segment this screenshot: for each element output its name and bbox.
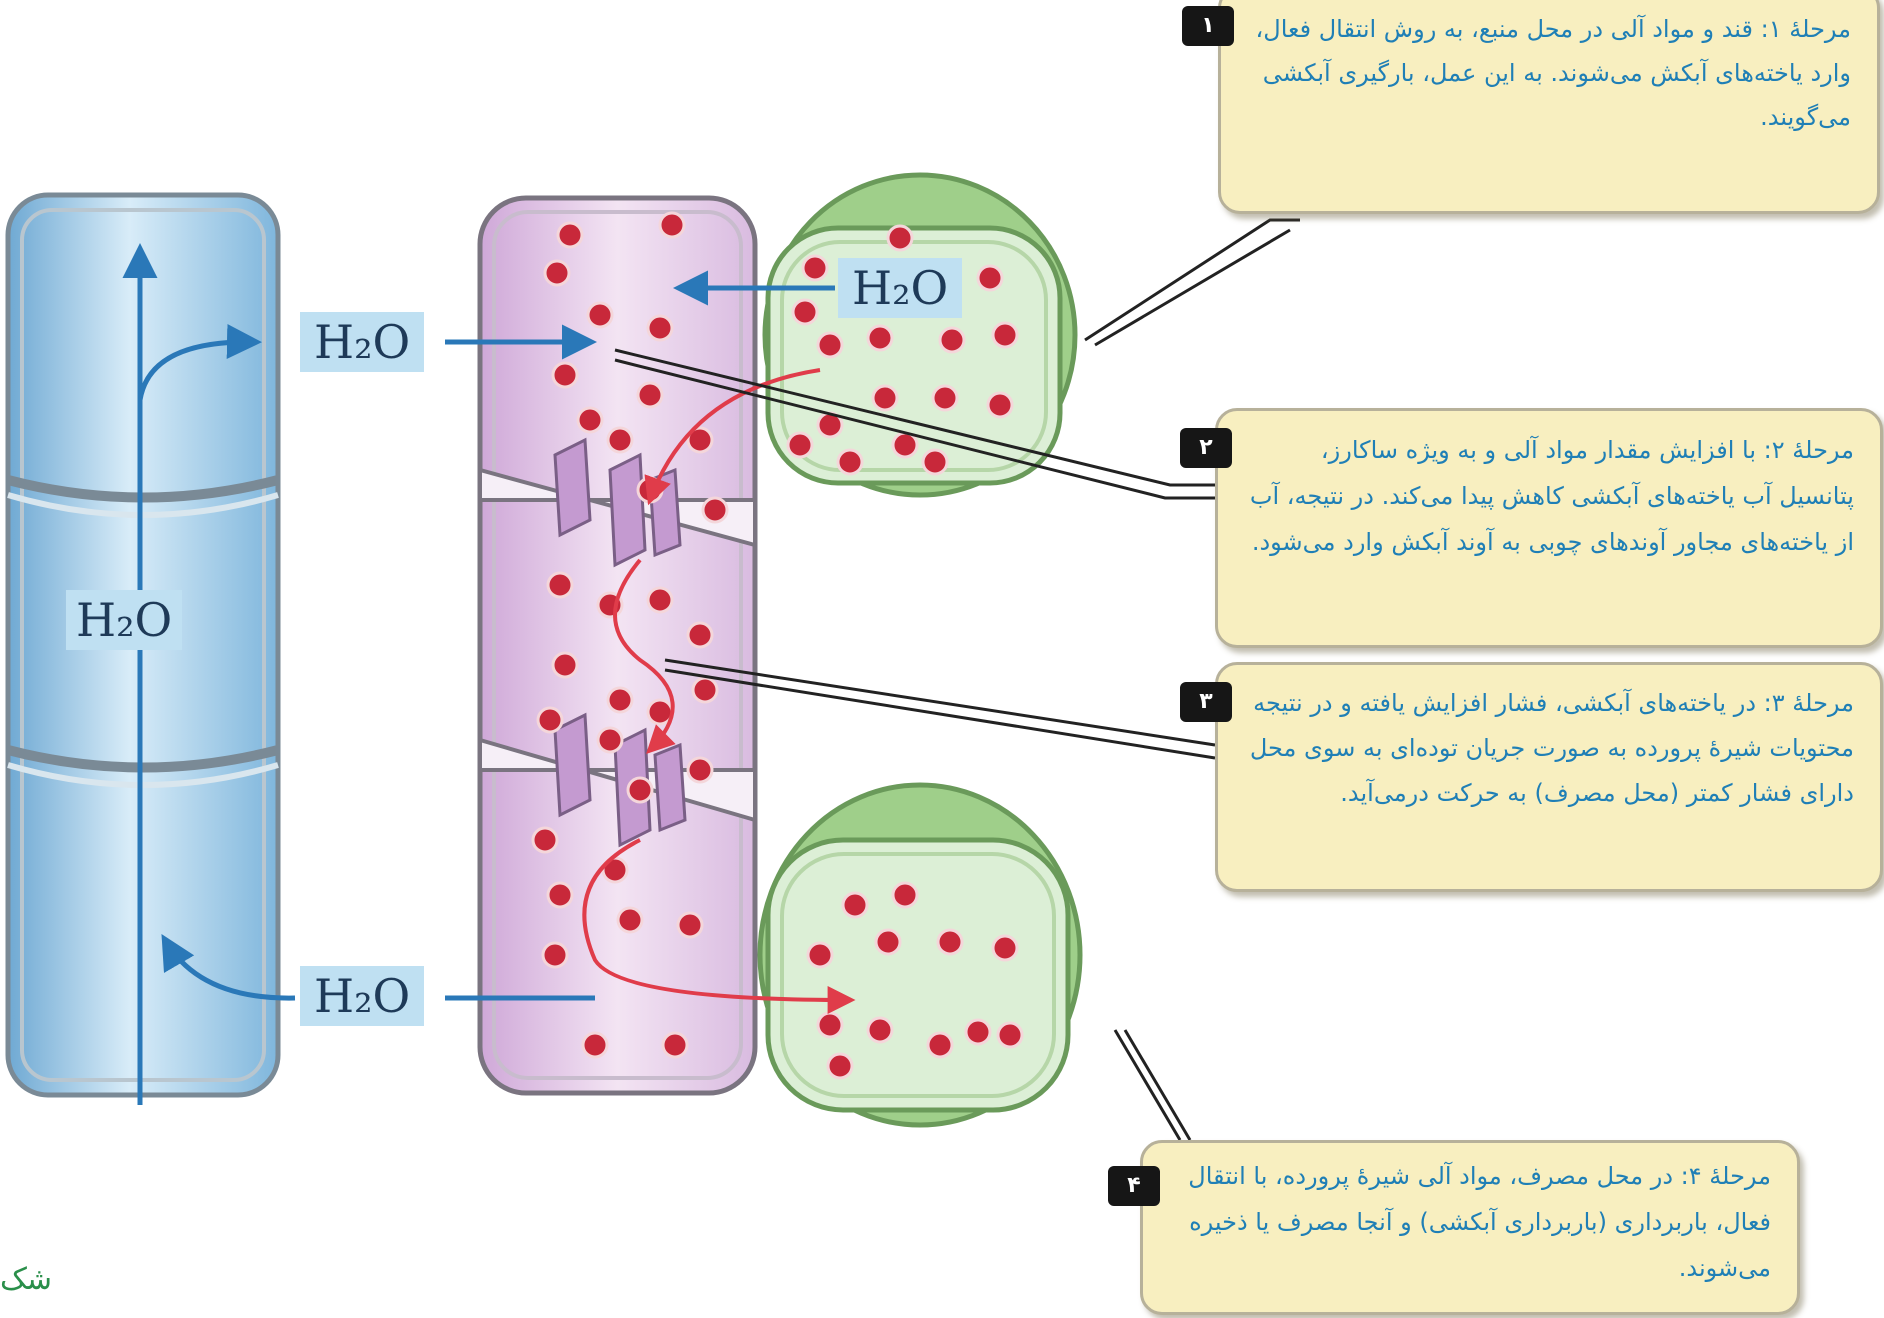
sugar-dot	[893, 433, 917, 457]
step-badge-4: ۴	[1108, 1166, 1160, 1206]
sugar-dot	[868, 1018, 892, 1042]
sugar-dot	[808, 943, 832, 967]
callout-step-4: مرحلهٔ ۴: در محل مصرف، مواد آلی شیرهٔ پر…	[1140, 1140, 1800, 1315]
callout-step-3-text: مرحلهٔ ۳: در یاخته‌های آبکشی، فشار افزای…	[1250, 689, 1854, 807]
sugar-dot	[638, 383, 662, 407]
sugar-dot	[888, 226, 912, 250]
sugar-dot	[583, 1033, 607, 1057]
sugar-dot	[938, 930, 962, 954]
sugar-dot	[558, 223, 582, 247]
sugar-dot	[993, 936, 1017, 960]
callout-step-2: مرحلهٔ ۲: با افزایش مقدار مواد آلی و به …	[1215, 408, 1883, 648]
sugar-dot	[688, 758, 712, 782]
sugar-dot	[538, 708, 562, 732]
sugar-dot	[868, 326, 892, 350]
sugar-dot	[788, 433, 812, 457]
sugar-dot	[648, 316, 672, 340]
h2o-label-source-cell: H₂O	[838, 258, 962, 318]
sugar-dot	[828, 1054, 852, 1078]
sugar-dot	[843, 893, 867, 917]
sugar-dot	[608, 428, 632, 452]
h2o-label-xylem-return: H₂O	[300, 966, 424, 1026]
sugar-dot	[838, 450, 862, 474]
step-badge-3: ۳	[1180, 682, 1232, 722]
sugar-dot	[545, 261, 569, 285]
sugar-dot	[923, 450, 947, 474]
sugar-dot	[993, 323, 1017, 347]
sugar-dot	[966, 1020, 990, 1044]
sugar-dot	[548, 573, 572, 597]
sugar-dot	[693, 678, 717, 702]
sugar-dot	[873, 386, 897, 410]
sugar-dot	[578, 408, 602, 432]
sugar-dot	[548, 883, 572, 907]
phloem-sieve-tube	[480, 198, 755, 1093]
callout-step-2-text: مرحلهٔ ۲: با افزایش مقدار مواد آلی و به …	[1250, 436, 1854, 556]
sugar-dot	[998, 1023, 1022, 1047]
callout-step-4-text: مرحلهٔ ۴: در محل مصرف، مواد آلی شیرهٔ پر…	[1188, 1162, 1771, 1282]
figure-caption: شک	[0, 1262, 52, 1297]
step-badge-1: ۱	[1182, 6, 1234, 46]
sugar-dot	[876, 930, 900, 954]
sugar-dot	[978, 266, 1002, 290]
sugar-dot	[543, 943, 567, 967]
sugar-dot	[588, 303, 612, 327]
sugar-dot	[988, 393, 1012, 417]
sugar-dot	[940, 328, 964, 352]
sugar-dot	[598, 728, 622, 752]
sugar-dot	[818, 1013, 842, 1037]
callout-step-1-text: مرحلهٔ ۱: قند و مواد آلی در محل منبع، به…	[1256, 15, 1851, 131]
sugar-dot	[818, 333, 842, 357]
callout-step-1: مرحلهٔ ۱: قند و مواد آلی در محل منبع، به…	[1218, 0, 1880, 214]
sugar-dot	[533, 828, 557, 852]
sugar-dot	[608, 688, 632, 712]
sugar-dot	[663, 1033, 687, 1057]
sugar-dot	[660, 213, 684, 237]
sugar-dot	[803, 256, 827, 280]
h2o-label-xylem-out: H₂O	[300, 312, 424, 372]
sugar-dot	[648, 588, 672, 612]
sugar-dot	[678, 913, 702, 937]
sugar-dot	[703, 498, 727, 522]
callout-step-3: مرحلهٔ ۳: در یاخته‌های آبکشی، فشار افزای…	[1215, 662, 1883, 892]
h2o-label-xylem-up: H₂O	[66, 590, 182, 650]
sugar-dot	[553, 653, 577, 677]
step-badge-2: ۲	[1180, 428, 1232, 468]
sugar-dot	[688, 623, 712, 647]
sugar-dot	[793, 300, 817, 324]
sugar-dot	[933, 386, 957, 410]
sugar-dot	[893, 883, 917, 907]
sugar-dot	[928, 1033, 952, 1057]
sugar-dot	[628, 778, 652, 802]
sugar-dot	[553, 363, 577, 387]
sugar-dot	[618, 908, 642, 932]
